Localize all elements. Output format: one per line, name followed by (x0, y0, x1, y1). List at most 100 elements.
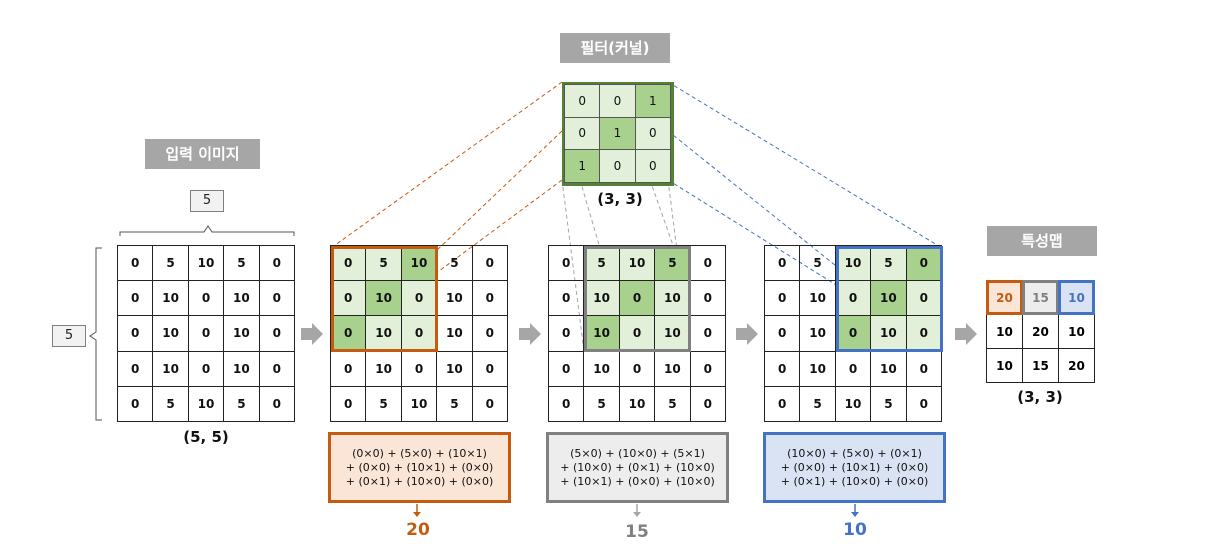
step3-cell-1-2: 0 (834, 280, 872, 317)
feature-cell-2-2: 20 (1058, 348, 1095, 383)
step1-cell-3-3: 10 (436, 350, 473, 387)
step2-cell-0-3: 5 (654, 245, 691, 282)
step1-cell-3-0: 0 (330, 350, 367, 387)
step2-cell-4-0: 0 (548, 385, 585, 422)
step1-cell-2-3: 10 (436, 315, 473, 352)
feature-cell-0-2: 10 (1058, 280, 1095, 315)
input-cell-1-1: 10 (152, 280, 189, 317)
step1-cell-2-1: 10 (365, 315, 402, 352)
input-cell-2-3: 10 (223, 315, 260, 352)
input-cell-3-3: 10 (223, 350, 260, 387)
arrow-1 (301, 323, 323, 345)
height-brace (89, 247, 102, 421)
input-title: 입력 이미지 (145, 139, 260, 169)
step3-cell-3-3: 10 (870, 350, 907, 387)
step2-cell-0-0: 0 (548, 245, 585, 282)
width-brace (119, 225, 295, 236)
input-cell-1-0: 0 (117, 280, 154, 317)
feature-cell-1-1: 20 (1022, 314, 1059, 349)
step3-result: 10 (843, 520, 867, 540)
step2-cell-4-3: 5 (654, 385, 691, 422)
step1-cell-3-4: 0 (471, 350, 508, 387)
input-cell-0-2: 10 (187, 245, 225, 282)
input-cell-1-3: 10 (223, 280, 260, 317)
filter-title: 필터(커널) (560, 33, 670, 63)
filter-cell-0-0: 0 (564, 84, 601, 118)
step1-cell-0-2: 10 (400, 245, 438, 282)
step1-cell-4-1: 5 (365, 385, 402, 422)
step3-cell-3-0: 0 (764, 350, 801, 387)
input-cell-1-4: 0 (258, 280, 295, 317)
step1-window (331, 246, 438, 352)
step1-cell-1-3: 10 (436, 280, 473, 317)
step2-cell-2-4: 0 (689, 315, 726, 352)
filter-cell-0-2: 1 (634, 84, 671, 118)
step2-cell-4-1: 5 (583, 385, 620, 422)
feature-cell-2-0: 10 (986, 348, 1023, 383)
step3-cell-4-0: 0 (764, 385, 801, 422)
step3-down-arrow (851, 504, 859, 517)
step1-cell-0-0: 0 (330, 245, 367, 282)
step3-cell-4-3: 5 (870, 385, 907, 422)
step2-cell-4-4: 0 (689, 385, 726, 422)
step1-cell-2-4: 0 (471, 315, 508, 352)
step3-cell-3-2: 0 (834, 350, 872, 387)
filter-cell-1-2: 0 (634, 116, 671, 151)
step3-cell-2-2: 0 (834, 315, 872, 352)
step1-formula: (0×0) + (5×0) + (10×1) + (0×0) + (10×1) … (328, 432, 511, 503)
step3-cell-0-1: 5 (799, 245, 836, 282)
input-cell-4-0: 0 (117, 385, 154, 422)
step3-cell-0-2: 10 (834, 245, 872, 282)
step3-cell-3-4: 0 (905, 350, 942, 387)
filter-cell-1-1: 1 (599, 116, 636, 151)
step2-cell-2-0: 0 (548, 315, 585, 352)
feature-title: 특성맵 (987, 226, 1097, 256)
step3-cell-4-1: 5 (799, 385, 836, 422)
step1-cell-4-3: 5 (436, 385, 473, 422)
step2-cell-4-2: 10 (618, 385, 656, 422)
input-cell-2-1: 10 (152, 315, 189, 352)
step2-cell-3-3: 10 (654, 350, 691, 387)
step1-cell-4-0: 0 (330, 385, 367, 422)
filter-shape: (3, 3) (597, 190, 643, 208)
step3-cell-4-4: 0 (905, 385, 942, 422)
step3-cell-2-3: 10 (870, 315, 907, 352)
input-cell-3-4: 0 (258, 350, 295, 387)
filter-cell-1-0: 0 (564, 116, 601, 151)
input-cell-4-3: 5 (223, 385, 260, 422)
step2-formula: (5×0) + (10×0) + (5×1) + (10×0) + (0×1) … (546, 432, 729, 503)
step3-cell-4-2: 10 (834, 385, 872, 422)
filter-cell-2-1: 0 (599, 149, 636, 183)
input-height-box: 5 (52, 325, 86, 347)
input-cell-3-0: 0 (117, 350, 154, 387)
step2-cell-3-0: 0 (548, 350, 585, 387)
input-cell-1-2: 0 (187, 280, 225, 317)
input-shape: (5, 5) (183, 428, 229, 446)
step2-window (584, 246, 691, 352)
step1-cell-3-2: 0 (400, 350, 438, 387)
input-cell-2-2: 0 (187, 315, 225, 352)
filter-cell-2-2: 0 (634, 149, 671, 183)
feature-cell-0-1: 15 (1022, 280, 1059, 315)
step2-cell-1-4: 0 (689, 280, 726, 317)
filter-cell-2-0: 1 (564, 149, 601, 183)
input-cell-2-0: 0 (117, 315, 154, 352)
step1-cell-1-4: 0 (471, 280, 508, 317)
input-cell-3-1: 10 (152, 350, 189, 387)
input-cell-2-4: 0 (258, 315, 295, 352)
input-cell-4-4: 0 (258, 385, 295, 422)
feature-cell-2-1: 15 (1022, 348, 1059, 383)
input-cell-0-3: 5 (223, 245, 260, 282)
input-cell-4-2: 10 (187, 385, 225, 422)
step3-cell-1-1: 10 (799, 280, 836, 317)
step3-cell-0-0: 0 (764, 245, 801, 282)
step3-cell-3-1: 10 (799, 350, 836, 387)
step2-cell-2-2: 0 (618, 315, 656, 352)
filter-cell-0-1: 0 (599, 84, 636, 118)
step3-cell-2-1: 10 (799, 315, 836, 352)
input-cell-0-1: 5 (152, 245, 189, 282)
